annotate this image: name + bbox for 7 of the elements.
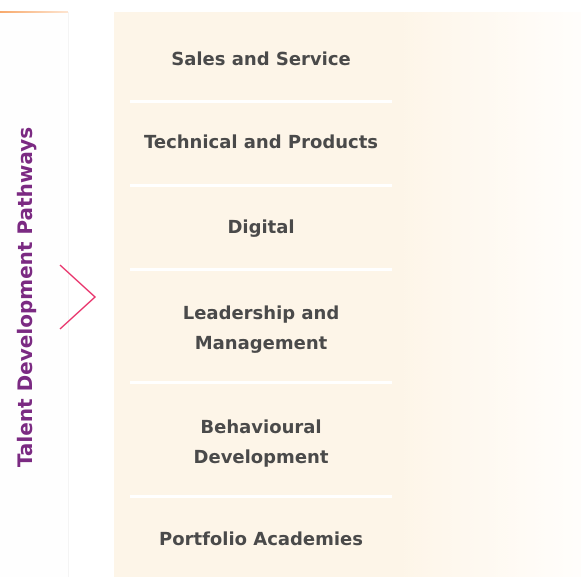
- pathway-label: Leadership and Management: [130, 299, 392, 359]
- pathway-label: Sales and Service: [130, 45, 392, 75]
- pathway-label: Technical and Products: [130, 128, 392, 158]
- pathway-label: Digital: [130, 213, 392, 243]
- pathway-label: Portfolio Academies: [130, 525, 392, 555]
- vertical-title: Talent Development Pathways: [13, 126, 37, 468]
- pathway-label: Behavioural Development: [130, 413, 392, 473]
